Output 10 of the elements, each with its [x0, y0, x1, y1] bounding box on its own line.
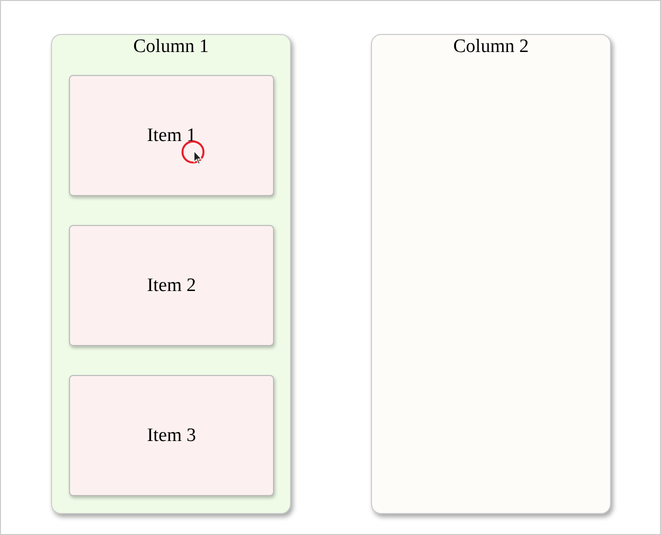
column-heading: Column 2: [452, 36, 530, 58]
item-card: [69, 375, 274, 496]
item-label: Item 1: [146, 124, 196, 146]
item-card: [69, 75, 274, 196]
item-label: Item 2: [146, 274, 196, 296]
column-panel: [371, 34, 611, 514]
column-panel: [51, 34, 291, 514]
column-heading: Column 1: [132, 36, 210, 58]
item-card: [69, 225, 274, 346]
item-label: Item 3: [146, 424, 196, 446]
